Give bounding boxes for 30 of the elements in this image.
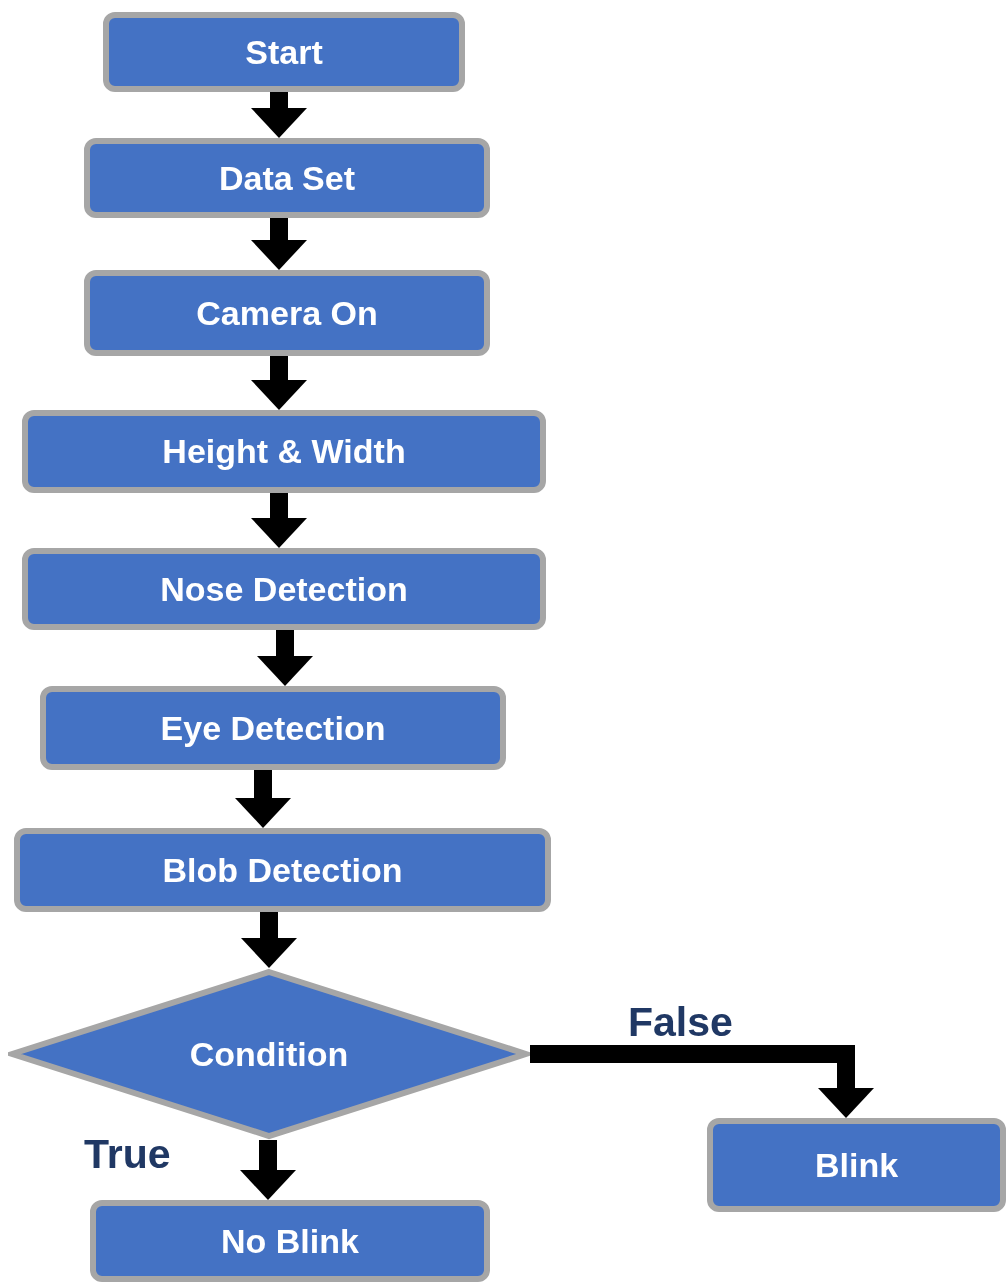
node-label: Camera On <box>196 292 378 334</box>
node-label: Eye Detection <box>160 707 386 749</box>
node-label: Blob Detection <box>162 849 403 891</box>
arrow <box>235 770 291 828</box>
arrow <box>251 218 307 270</box>
process-box <box>14 828 551 912</box>
process-box <box>22 548 546 630</box>
arrow <box>240 1140 296 1200</box>
node-label: Condition <box>189 1033 349 1075</box>
edge-label: True <box>84 1134 171 1175</box>
arrow <box>257 630 313 686</box>
process-box <box>84 270 490 356</box>
arrow <box>241 912 297 968</box>
arrow <box>251 493 307 548</box>
node-label: Nose Detection <box>160 568 408 610</box>
node-label: Blink <box>814 1144 899 1186</box>
node-label: Data Set <box>218 157 356 199</box>
process-box <box>707 1118 1006 1212</box>
node-label: Start <box>245 31 323 73</box>
node-label: Height & Width <box>162 431 406 473</box>
process-box <box>40 686 506 770</box>
process-box <box>90 1200 490 1282</box>
process-box <box>22 410 546 493</box>
edge-label: False <box>628 1002 733 1043</box>
arrow <box>251 92 307 138</box>
arrow <box>530 1045 874 1118</box>
process-box <box>84 138 490 218</box>
arrow <box>251 356 307 410</box>
process-box <box>103 12 465 92</box>
node-label: No Blink <box>221 1220 359 1262</box>
